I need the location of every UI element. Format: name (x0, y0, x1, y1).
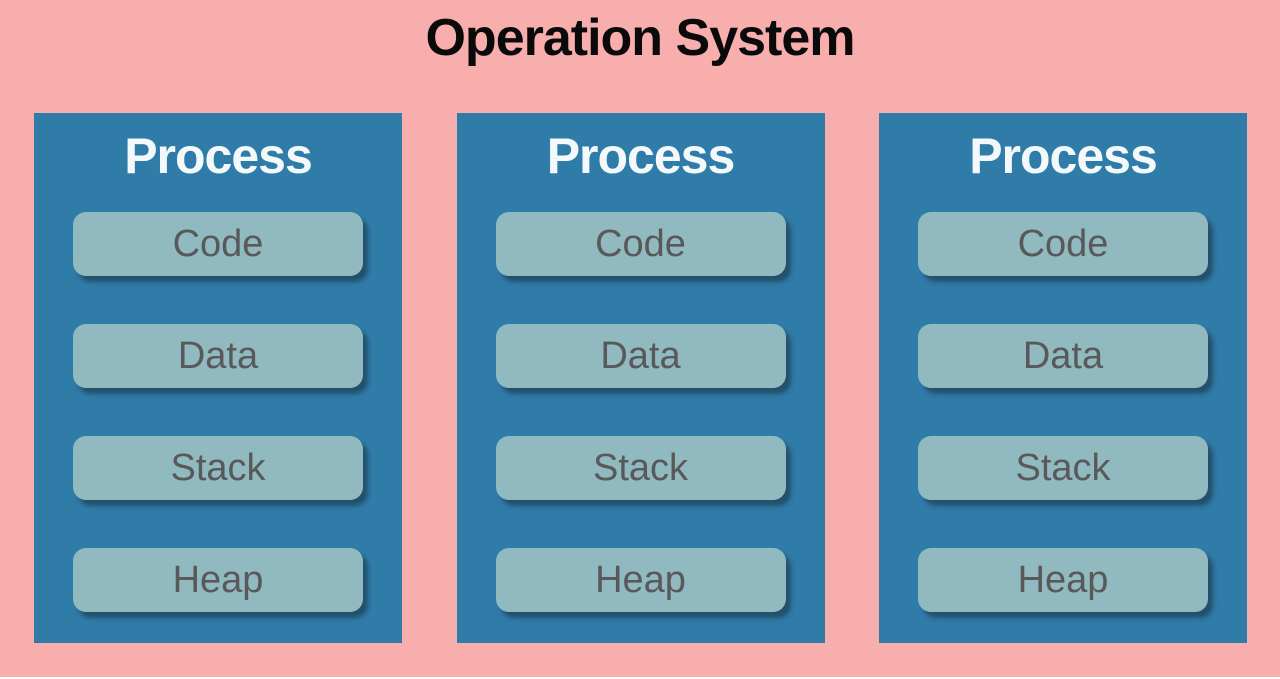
segment-stack: Stack (73, 436, 363, 500)
segment-code: Code (495, 212, 786, 276)
segment-stack: Stack (495, 436, 786, 500)
segment-data: Data (918, 324, 1208, 388)
segment-data: Data (495, 324, 786, 388)
segment-list: Code Data Stack Heap (879, 212, 1247, 612)
process-box-3: Process Code Data Stack Heap (879, 113, 1247, 643)
process-box-1: Process Code Data Stack Heap (34, 113, 402, 643)
process-columns: Process Code Data Stack Heap Process Cod… (34, 113, 1247, 643)
segment-heap: Heap (495, 548, 786, 612)
segment-data: Data (73, 324, 363, 388)
diagram-title: Operation System (425, 9, 855, 67)
process-title: Process (546, 128, 736, 184)
segment-code: Code (918, 212, 1208, 276)
segment-heap: Heap (73, 548, 363, 612)
bottom-edge (0, 677, 1280, 679)
process-title: Process (124, 128, 313, 184)
segment-stack: Stack (918, 436, 1208, 500)
segment-list: Code Data Stack Heap (457, 212, 825, 612)
segment-heap: Heap (918, 548, 1208, 612)
process-box-2: Process Code Data Stack Heap (456, 113, 825, 643)
segment-code: Code (73, 212, 363, 276)
process-title: Process (969, 128, 1158, 184)
segment-list: Code Data Stack Heap (34, 212, 402, 612)
